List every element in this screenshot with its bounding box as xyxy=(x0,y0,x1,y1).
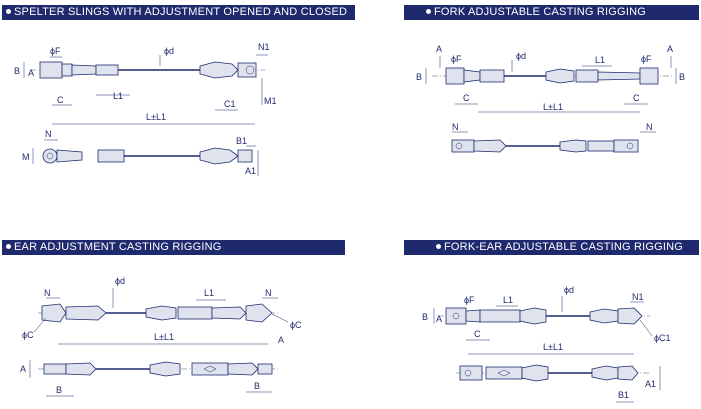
label-phi-f: ϕF xyxy=(50,46,61,56)
label-n: N xyxy=(45,129,52,139)
fork-end-right xyxy=(639,67,659,85)
label-m: M xyxy=(22,152,30,162)
label-phi-f-left: ϕF xyxy=(451,54,462,64)
turnbuckle-right xyxy=(575,69,599,83)
label-c1: C1 xyxy=(224,99,236,109)
label-n-right: N xyxy=(646,122,653,132)
label-n1: N1 xyxy=(632,292,644,302)
turnbuckle-body xyxy=(95,64,119,76)
label-phi-c-left: ϕC xyxy=(22,330,34,340)
label-n-right: N xyxy=(265,288,272,298)
label-phi-d: ϕd xyxy=(564,285,574,295)
turnbuckle-left xyxy=(479,69,505,83)
label-phi-f-right: ϕF xyxy=(641,54,652,64)
label-l1: L1 xyxy=(595,55,605,65)
label-a: A xyxy=(436,314,442,324)
label-b: B xyxy=(422,312,428,322)
label-l1: L1 xyxy=(113,91,123,101)
threaded-rod xyxy=(71,64,97,76)
section-header-spelter: SPELTER SLINGS WITH ADJUSTMENT OPENED AN… xyxy=(2,5,355,33)
label-a: A xyxy=(28,68,34,78)
section-title: FORK-EAR ADJUSTABLE CASTING RIGGING xyxy=(444,241,684,253)
label-m1: M1 xyxy=(264,96,277,106)
ear-diagram: ϕd N L1 N ϕC ϕC L±L1 A A B B xyxy=(20,276,302,397)
section-title: FORK ADJUSTABLE CASTING RIGGING xyxy=(434,6,646,18)
label-a-left: A xyxy=(436,44,442,54)
label-a1: A1 xyxy=(645,379,656,389)
label-c-left: C xyxy=(463,93,470,103)
label-a-right: A xyxy=(667,44,673,54)
closed-socket xyxy=(199,61,239,79)
label-length: L±L1 xyxy=(154,332,174,342)
label-length: L±L1 xyxy=(146,112,166,122)
label-a1: A1 xyxy=(245,166,256,176)
ear-end-right xyxy=(245,303,273,323)
label-a-left: A xyxy=(20,364,26,374)
bullet-icon xyxy=(6,244,11,250)
turnbuckle xyxy=(177,306,213,320)
label-b-left: B xyxy=(56,385,62,395)
casting-socket xyxy=(145,305,177,321)
eye-socket xyxy=(42,148,58,164)
fork-diagram: A ϕF ϕd L1 ϕF A B B C C L±L1 N N xyxy=(416,44,685,153)
label-b: B xyxy=(14,66,20,76)
label-b1: B1 xyxy=(236,136,247,146)
section-header-ear: EAR ADJUSTMENT CASTING RIGGING xyxy=(2,240,345,255)
casting-socket xyxy=(589,308,619,324)
label-length: L±L1 xyxy=(543,102,563,112)
label-c-right: C xyxy=(633,93,640,103)
label-l1: L1 xyxy=(204,288,214,298)
section-title: SPELTER SLINGS WITH ADJUSTMENT OPENED AN… xyxy=(2,6,348,33)
label-phi-d: ϕd xyxy=(516,51,526,61)
label-b-right: B xyxy=(254,381,260,391)
section-header-fork-ear: FORK-EAR ADJUSTABLE CASTING RIGGING xyxy=(404,240,699,255)
fork-end-left xyxy=(445,67,465,85)
fork-end xyxy=(445,307,467,325)
label-phi-c1: ϕC1 xyxy=(654,333,671,343)
bullet-icon xyxy=(6,9,11,15)
label-phi-d: ϕd xyxy=(115,276,125,286)
casting-socket xyxy=(545,68,575,84)
label-phi-c-right: ϕC xyxy=(290,320,302,330)
label-phi-f: ϕF xyxy=(464,295,475,305)
fork-ear-diagram: ϕF L1 ϕd N1 B A C ϕC1 L±L1 B1 A1 xyxy=(422,285,671,403)
label-n-left: N xyxy=(452,122,459,132)
label-length: L±L1 xyxy=(543,342,563,352)
section-header-fork: FORK ADJUSTABLE CASTING RIGGING xyxy=(404,5,699,20)
label-c: C xyxy=(57,95,64,105)
spelter-diagram: ϕF ϕd N1 B A C L1 C1 M1 L±L1 N B1 M A1 xyxy=(14,42,277,176)
bullet-icon xyxy=(426,9,431,15)
label-b-right: B xyxy=(679,72,685,82)
section-title: EAR ADJUSTMENT CASTING RIGGING xyxy=(14,241,222,253)
turnbuckle xyxy=(479,309,521,323)
open-socket-fork xyxy=(39,61,63,79)
label-n1: N1 xyxy=(258,42,270,52)
label-b-left: B xyxy=(416,72,422,82)
ear-end xyxy=(617,307,643,325)
bullet-icon xyxy=(436,244,441,250)
label-a-right: A xyxy=(278,335,284,345)
label-l1: L1 xyxy=(503,295,513,305)
label-c: C xyxy=(474,329,481,339)
ear-end-left xyxy=(41,303,67,323)
label-b1: B1 xyxy=(618,390,629,400)
label-phi-d: ϕd xyxy=(164,46,174,56)
label-n-left: N xyxy=(44,288,51,298)
